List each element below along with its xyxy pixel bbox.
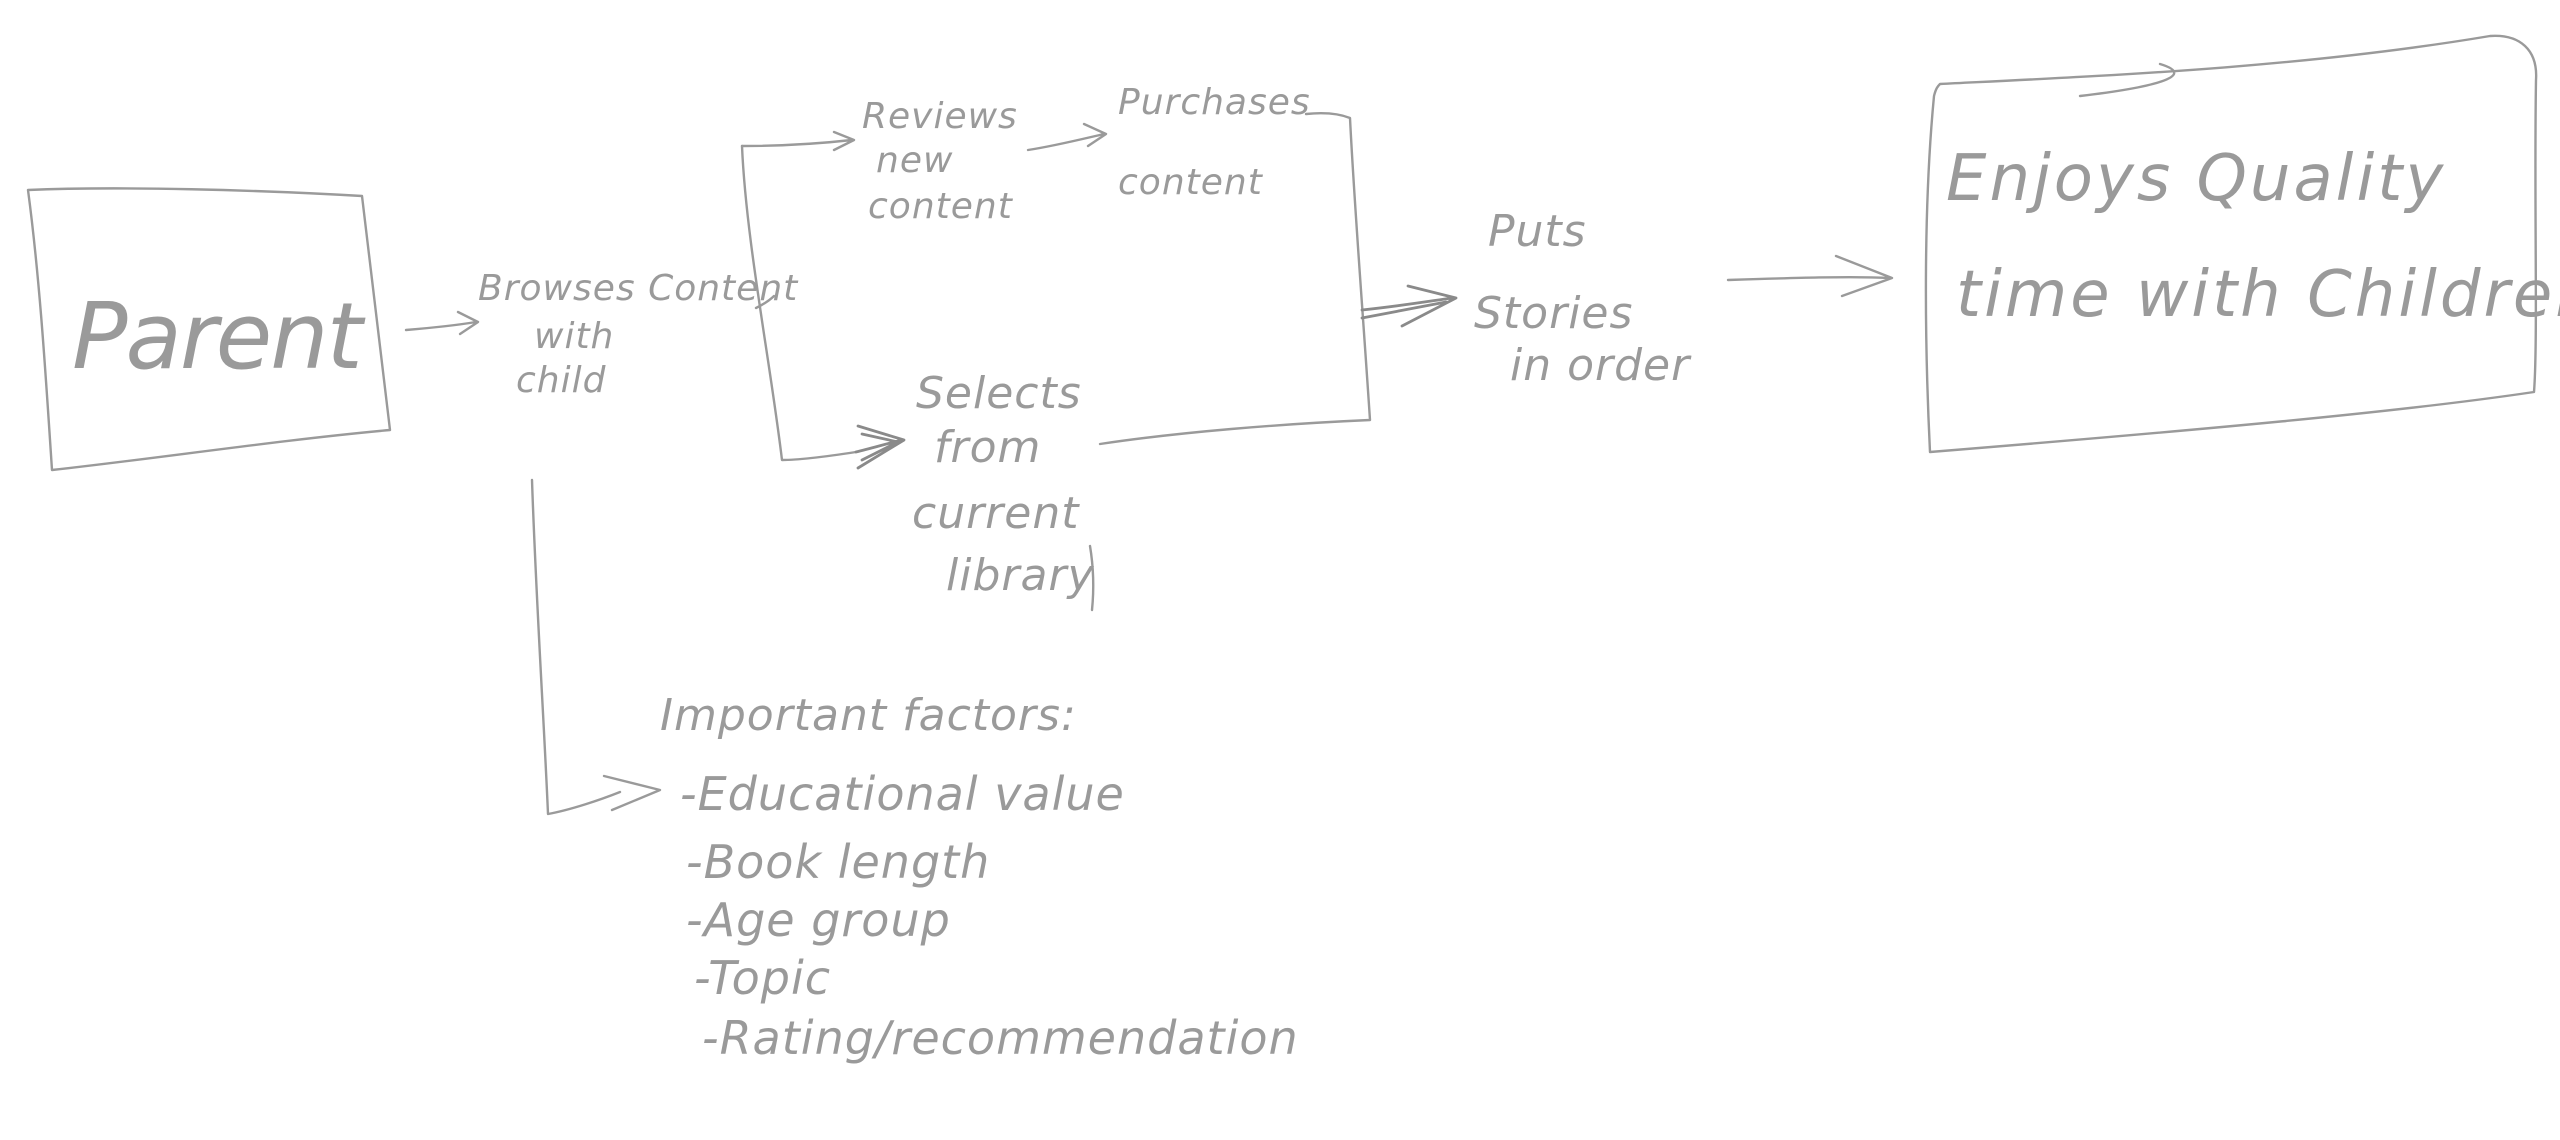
puts-label-line1: Puts [1488,206,1587,257]
reviews-label-line2: new [876,140,953,181]
reviews-label-line1: Reviews [862,96,1018,137]
selects-tail [1088,544,1095,612]
factors-heading: Important factors: [660,690,1077,741]
enjoys-label-line1: Enjoys Quality [1946,142,2446,216]
arrow-to-factors [530,478,662,816]
browses-label-line2: with [534,316,614,357]
arrow-to-selects [854,424,906,470]
factor-item-5: -Rating/recommendation [702,1011,1299,1065]
selects-label-line1: Selects [916,368,1082,419]
arrow-reviews-to-purchases [1026,122,1108,152]
selects-label-line2: from [934,422,1041,473]
parent-box [26,187,392,472]
branch-connector [740,144,858,462]
browses-label-line1: Browses Content [478,268,799,309]
puts-label-line2: Stories [1474,288,1633,339]
selects-label-line4: library [946,550,1095,601]
arrow-to-puts [1360,284,1458,328]
selects-label-line3: current [912,488,1080,539]
purchases-label-line2: content [1118,162,1264,203]
reviews-label-line3: content [868,186,1014,227]
factor-item-3: -Age group [686,893,951,947]
merge-bracket [1098,112,1372,446]
arrow-puts-to-enjoys [1726,254,1894,298]
arrow-parent-to-browses [404,310,480,336]
factor-item-4: -Topic [694,951,831,1005]
factor-item-1: -Educational value [680,767,1125,821]
enjoys-box [1924,34,2538,454]
purchases-label-line1: Purchases [1118,82,1311,123]
browses-label-line3: child [516,360,607,401]
factor-item-2: -Book length [686,835,990,889]
enjoys-label-line2: time with Children [1956,258,2560,332]
puts-label-line3: in order [1510,340,1692,391]
parent-label: Parent [72,283,366,390]
arrow-to-reviews [740,130,856,152]
